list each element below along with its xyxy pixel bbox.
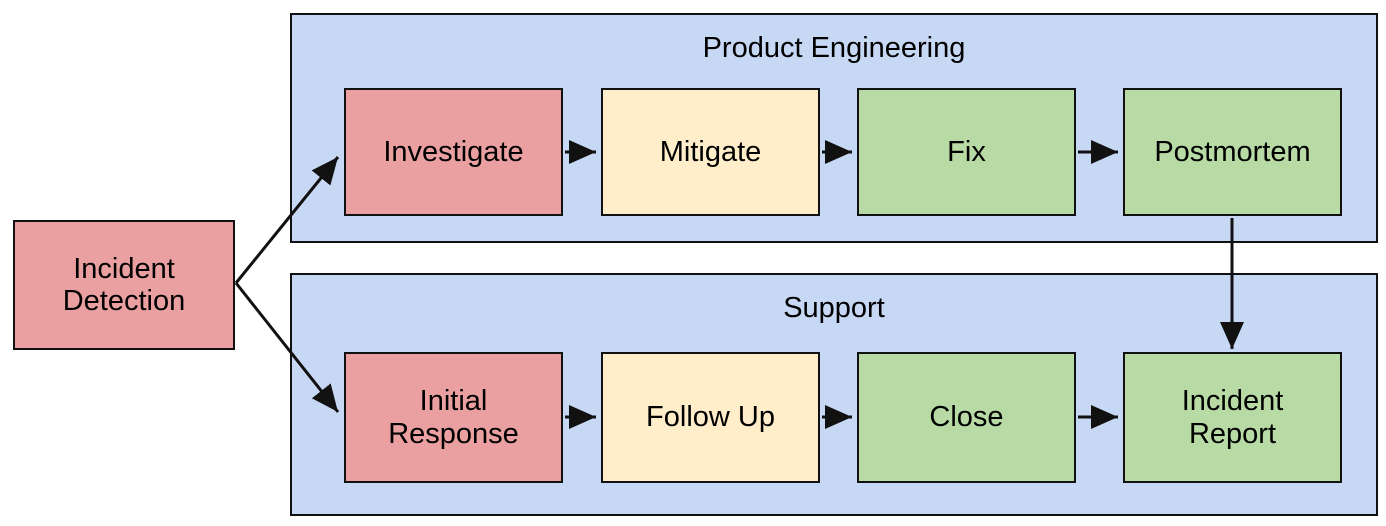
node-follow-up[interactable]: Follow Up: [601, 352, 820, 483]
node-label: Investigate: [383, 135, 524, 168]
node-label: Follow Up: [646, 401, 775, 434]
swimlane-title-product-engineering: Product Engineering: [702, 32, 966, 64]
node-label: Close: [929, 401, 1004, 434]
node-mitigate[interactable]: Mitigate: [601, 88, 820, 216]
node-investigate[interactable]: Investigate: [344, 88, 563, 216]
node-postmortem[interactable]: Postmortem: [1123, 88, 1342, 216]
node-fix[interactable]: Fix: [857, 88, 1076, 216]
node-label: Postmortem: [1154, 135, 1311, 168]
swimlane-title-support: Support: [783, 292, 885, 324]
node-close[interactable]: Close: [857, 352, 1076, 483]
node-label: Mitigate: [659, 135, 762, 168]
node-label: Fix: [947, 135, 986, 168]
